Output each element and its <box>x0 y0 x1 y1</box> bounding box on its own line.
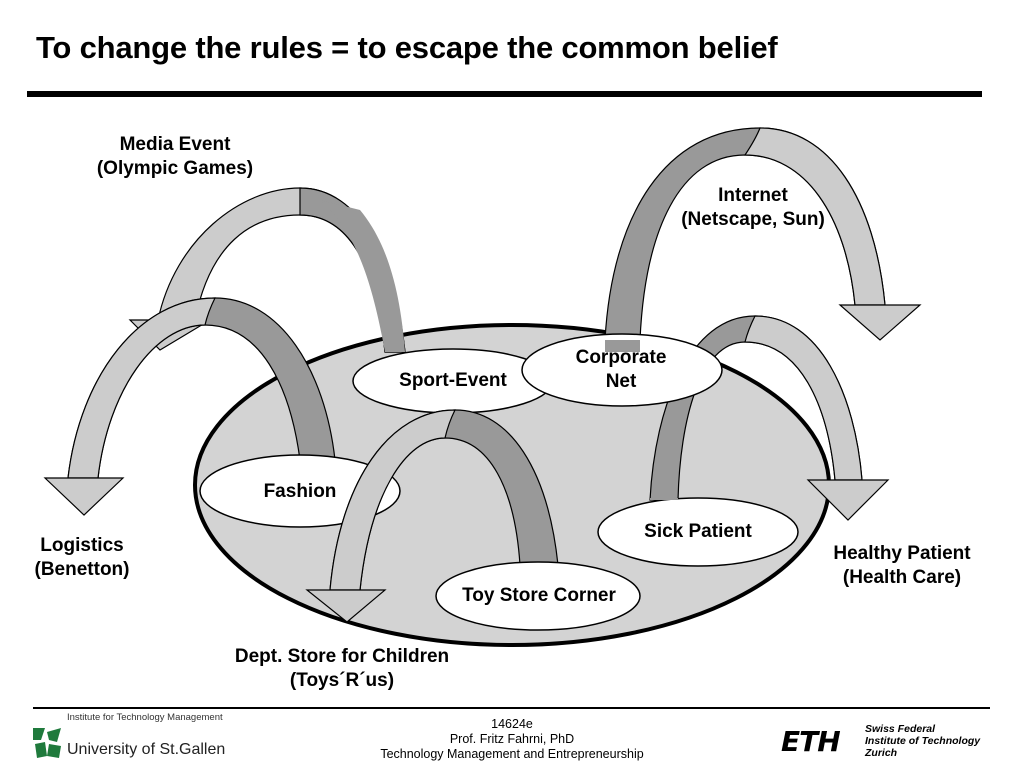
internet-line1: Internet <box>718 185 788 206</box>
dept-store-line2: (Toys´R´us) <box>289 670 395 691</box>
label-corporate-net-line1: Corporate <box>575 347 667 368</box>
label-corporate-net-line2: Net <box>605 371 637 392</box>
title-divider <box>27 91 982 97</box>
eth-line1: Swiss Federal <box>865 723 936 735</box>
footer-divider <box>33 707 990 709</box>
node-corporate-net <box>521 333 723 407</box>
node-toy-store-corner <box>435 561 641 631</box>
dept-store-line1: Dept. Store for Children <box>234 646 450 667</box>
arrow-corporate-to-internet <box>604 127 922 341</box>
footer-course: Technology Management and Entrepreneursh… <box>380 747 644 761</box>
label-corporate-net: Corporate Net <box>545 346 697 394</box>
logistics-line2: (Benetton) <box>34 559 130 580</box>
hsg-name-text: University of St.Gallen <box>67 741 226 758</box>
label-healthy-patient: Healthy Patient (Health Care) <box>802 542 1002 590</box>
media-event-line1: Media Event <box>119 134 231 155</box>
label-toy-store-corner: Toy Store Corner <box>462 585 616 606</box>
label-sick-patient: Sick Patient <box>644 521 752 542</box>
footer-center: 14624e Prof. Fritz Fahrni, PhD Technolog… <box>330 717 694 762</box>
label-media-event: Media Event (Olympic Games) <box>60 133 290 181</box>
eth-line3: Zurich <box>865 747 898 759</box>
slide-title: To change the rules = to escape the comm… <box>36 30 778 65</box>
arrow-toy-to-dept <box>305 409 559 623</box>
label-internet: Internet (Netscape, Sun) <box>655 184 851 232</box>
label-logistics: Logistics (Benetton) <box>12 534 152 582</box>
label-fashion: Fashion <box>263 481 337 502</box>
footer-code: 14624e <box>491 717 533 731</box>
label-sport-event: Sport-Event <box>399 370 507 391</box>
logistics-line1: Logistics <box>40 535 124 556</box>
healthy-patient-line2: (Health Care) <box>842 567 962 588</box>
hsg-logo-icon <box>33 728 61 758</box>
footer-author: Prof. Fritz Fahrni, PhD <box>449 732 575 746</box>
internet-line2: (Netscape, Sun) <box>681 209 825 230</box>
hsg-institute-text: Institute for Technology Management <box>67 712 223 723</box>
eth-line2: Institute of Technology <box>865 735 981 747</box>
media-event-line2: (Olympic Games) <box>96 158 254 179</box>
label-dept-store: Dept. Store for Children (Toys´R´us) <box>200 645 484 693</box>
node-sick-patient <box>597 497 799 567</box>
eth-text: Swiss Federal Institute of Technology Zu… <box>865 723 980 759</box>
arrow-fashion-to-logistics <box>43 297 336 516</box>
eth-logo: ETH <box>781 725 841 758</box>
healthy-patient-line1: Healthy Patient <box>833 543 971 564</box>
